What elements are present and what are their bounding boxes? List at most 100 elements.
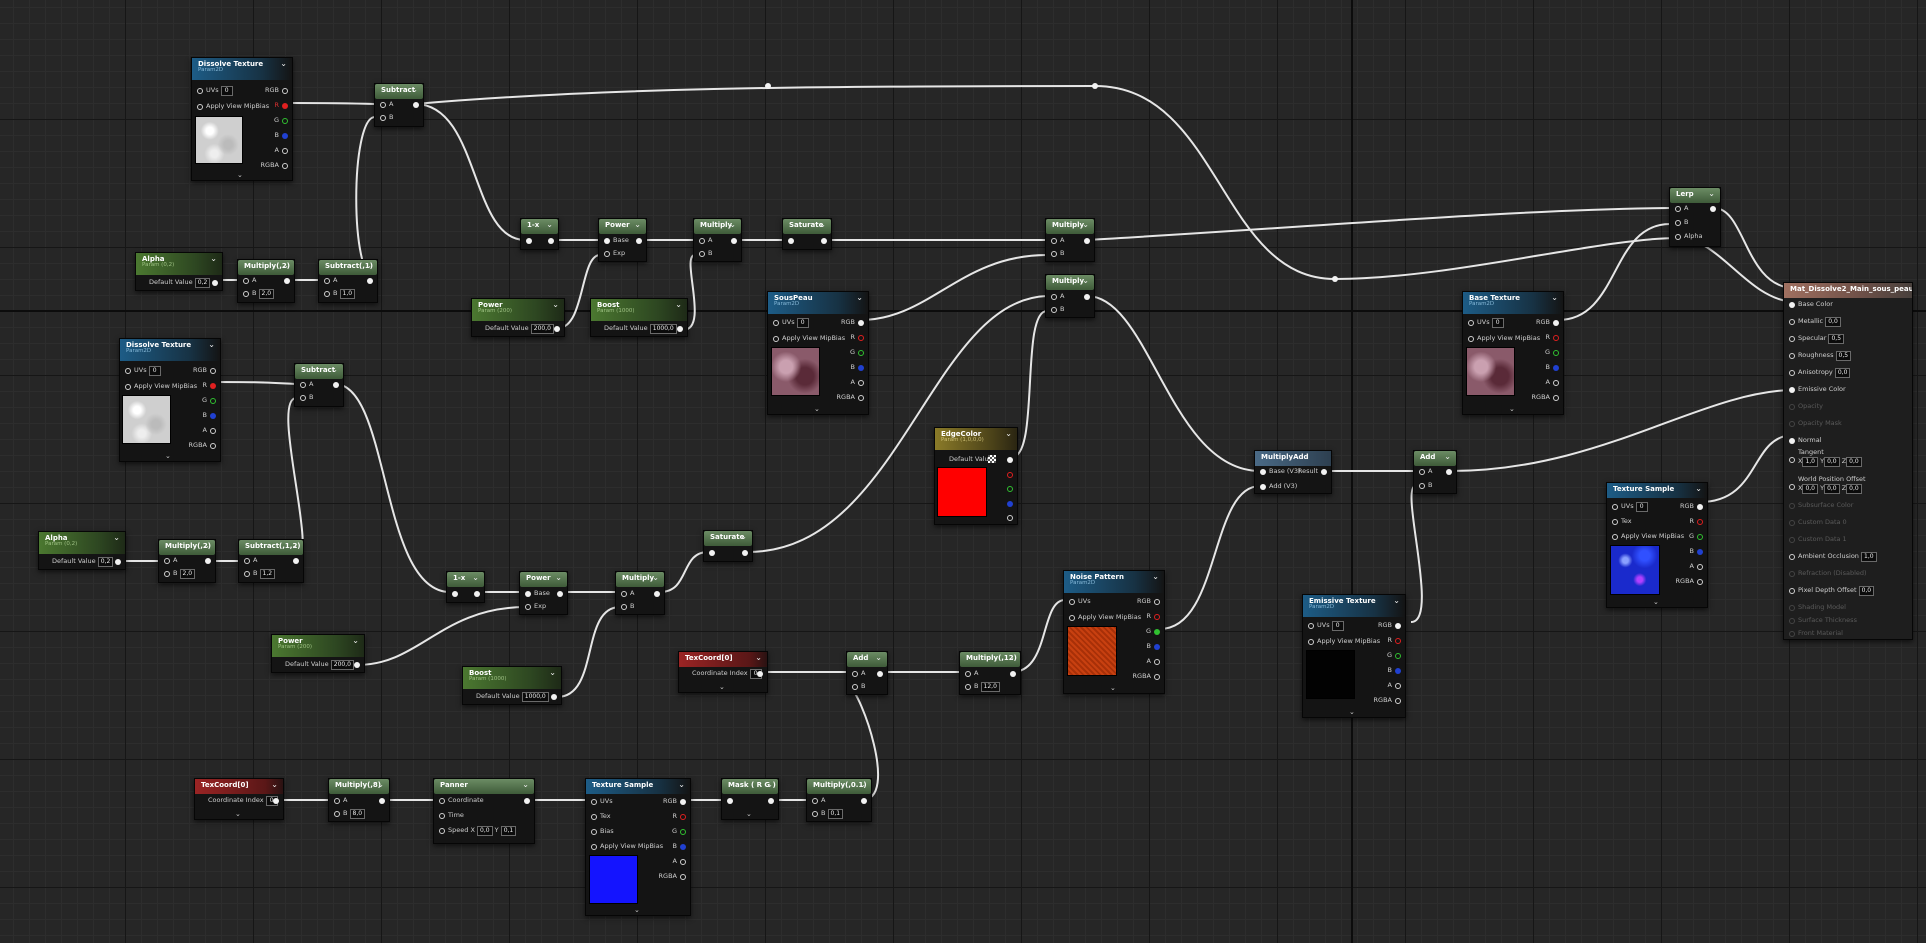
chevron-down-icon[interactable]: ⌄: [1349, 708, 1355, 716]
output-pin[interactable]: [212, 280, 218, 286]
chevron-down-icon[interactable]: ⌄: [210, 254, 217, 263]
chevron-down-icon[interactable]: ⌄: [875, 653, 882, 662]
output-pin[interactable]: [210, 443, 216, 449]
input-pin[interactable]: [324, 291, 330, 297]
output-pin[interactable]: [1553, 395, 1559, 401]
chevron-down-icon[interactable]: ⌄: [472, 573, 479, 582]
input-pin[interactable]: [709, 550, 715, 556]
input-pin[interactable]: [300, 395, 306, 401]
input-pin[interactable]: [439, 828, 445, 834]
chevron-down-icon[interactable]: ⌄: [1509, 405, 1515, 413]
output-pin[interactable]: [1553, 380, 1559, 386]
input-pin[interactable]: [604, 251, 610, 257]
input-pin[interactable]: [773, 336, 779, 342]
node-multiply-constant[interactable]: Multiply(,2)⌄ A B 2,0: [237, 259, 295, 303]
node-texcoord[interactable]: TexCoord[0]⌄ Coordinate Index 0 ⌄: [678, 651, 768, 693]
output-pin[interactable]: [1321, 469, 1327, 475]
output-pin[interactable]: [1007, 486, 1013, 492]
input-pin[interactable]: [1675, 234, 1681, 240]
chevron-down-icon[interactable]: ⌄: [1444, 452, 1451, 461]
node-texcoord[interactable]: TexCoord[0]⌄ Coordinate Index 0 ⌄: [194, 778, 284, 820]
input-pin[interactable]: [1051, 238, 1057, 244]
output-pin[interactable]: [548, 238, 554, 244]
wire[interactable]: [1011, 599, 1066, 673]
wire[interactable]: [1713, 207, 1793, 289]
output-pin[interactable]: [282, 118, 288, 124]
chevron-down-icon[interactable]: ⌄: [411, 85, 418, 94]
input-pin[interactable]: [1789, 336, 1795, 342]
chevron-down-icon[interactable]: ⌄: [1152, 572, 1159, 581]
output-pin[interactable]: [210, 398, 216, 404]
input-pin[interactable]: [591, 814, 597, 820]
input-pin[interactable]: [852, 684, 858, 690]
input-pin[interactable]: [334, 811, 340, 817]
output-pin[interactable]: [1007, 501, 1013, 507]
output-pin[interactable]: [557, 591, 563, 597]
output-pin[interactable]: [1154, 614, 1160, 620]
node-subtract-constant[interactable]: Subtract(,1)⌄ A B 1,0: [318, 259, 378, 303]
output-pin[interactable]: [282, 148, 288, 154]
output-pin[interactable]: [821, 238, 827, 244]
input-pin[interactable]: [1675, 220, 1681, 226]
output-pin[interactable]: [1007, 515, 1013, 521]
chevron-down-icon[interactable]: ⌄: [1005, 429, 1012, 438]
input-pin[interactable]: [380, 102, 386, 108]
wire[interactable]: [859, 254, 1048, 321]
chevron-down-icon[interactable]: ⌄: [719, 683, 725, 691]
input-pin[interactable]: [125, 384, 131, 390]
chevron-down-icon[interactable]: ⌄: [678, 780, 685, 789]
input-pin[interactable]: [727, 798, 733, 804]
input-pin[interactable]: [1612, 534, 1618, 540]
output-pin[interactable]: [1154, 659, 1160, 665]
output-pin[interactable]: [413, 102, 419, 108]
chevron-down-icon[interactable]: ⌄: [352, 636, 359, 645]
output-pin[interactable]: [1395, 623, 1401, 629]
chevron-down-icon[interactable]: ⌄: [208, 340, 215, 349]
input-pin[interactable]: [852, 671, 858, 677]
node-add[interactable]: Add⌄ A B: [1413, 450, 1457, 494]
chevron-down-icon[interactable]: ⌄: [235, 810, 241, 818]
wire[interactable]: [659, 551, 709, 593]
wire[interactable]: [355, 116, 376, 281]
input-pin[interactable]: [1789, 370, 1795, 376]
chevron-down-icon[interactable]: ⌄: [549, 668, 556, 677]
input-pin[interactable]: [1789, 387, 1795, 393]
input-pin[interactable]: [788, 238, 794, 244]
output-pin[interactable]: [1446, 469, 1452, 475]
output-pin[interactable]: [1697, 519, 1703, 525]
node-one-minus[interactable]: 1-x⌄: [446, 571, 485, 603]
chevron-down-icon[interactable]: ⌄: [634, 906, 640, 914]
output-pin[interactable]: [757, 671, 763, 677]
input-pin[interactable]: [1789, 484, 1795, 490]
chevron-down-icon[interactable]: ⌄: [766, 780, 773, 789]
wire[interactable]: [1557, 223, 1671, 321]
color-picker-swatch[interactable]: [988, 455, 996, 463]
node-component-mask[interactable]: Mask ( R G )⌄ ⌄: [721, 778, 779, 820]
chevron-down-icon[interactable]: ⌄: [1110, 684, 1116, 692]
output-pin[interactable]: [551, 694, 557, 700]
input-pin[interactable]: [812, 798, 818, 804]
output-pin[interactable]: [858, 320, 864, 326]
wire[interactable]: [1159, 485, 1261, 630]
input-pin[interactable]: [197, 88, 203, 94]
input-pin[interactable]: [965, 671, 971, 677]
input-pin[interactable]: [1789, 457, 1795, 463]
input-pin[interactable]: [164, 571, 170, 577]
reroute-knot[interactable]: [1092, 83, 1098, 89]
chevron-down-icon[interactable]: ⌄: [271, 780, 278, 789]
input-pin[interactable]: [243, 291, 249, 297]
output-pin[interactable]: [333, 382, 339, 388]
output-pin[interactable]: [731, 238, 737, 244]
output-pin[interactable]: [680, 799, 686, 805]
node-power[interactable]: Power⌄ Base Exp: [598, 218, 647, 262]
node-multiply-constant[interactable]: Multiply(,2)⌄ A B 2,0: [158, 539, 216, 583]
input-pin[interactable]: [965, 684, 971, 690]
output-pin[interactable]: [1084, 294, 1090, 300]
input-pin[interactable]: [334, 798, 340, 804]
